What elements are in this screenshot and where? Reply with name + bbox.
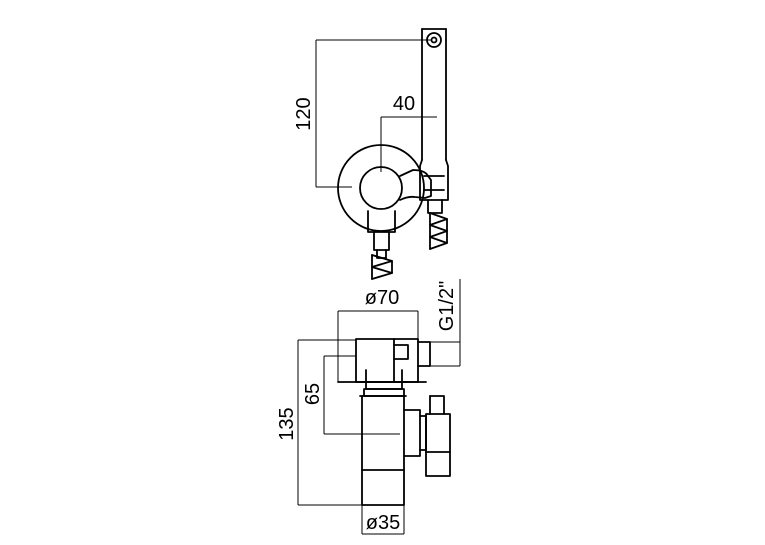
dim-diameter-flange: ø70 (365, 287, 399, 309)
valve-cap (355, 338, 431, 383)
front-view: 120 40 (293, 28, 449, 280)
dim-height-total: 135 (276, 407, 298, 440)
valve-body (359, 395, 407, 506)
dim-diameter-body: ø35 (366, 512, 400, 534)
hose-connector (367, 210, 396, 280)
dimension-lines-top (315, 39, 437, 188)
flange-outer-circle (337, 144, 425, 232)
holder-arm (399, 169, 432, 201)
handset (419, 28, 449, 250)
valve-nut (361, 369, 407, 397)
dim-thread: G1/2" (436, 281, 458, 331)
dim-height-top: 120 (293, 97, 315, 130)
valve-inner-circle (359, 166, 403, 210)
side-outlet (403, 395, 451, 477)
dim-offset: 65 (302, 383, 324, 405)
dim-width-top: 40 (393, 93, 415, 115)
side-view: ø70 G1/2" 65 135 ø35 (276, 279, 461, 535)
